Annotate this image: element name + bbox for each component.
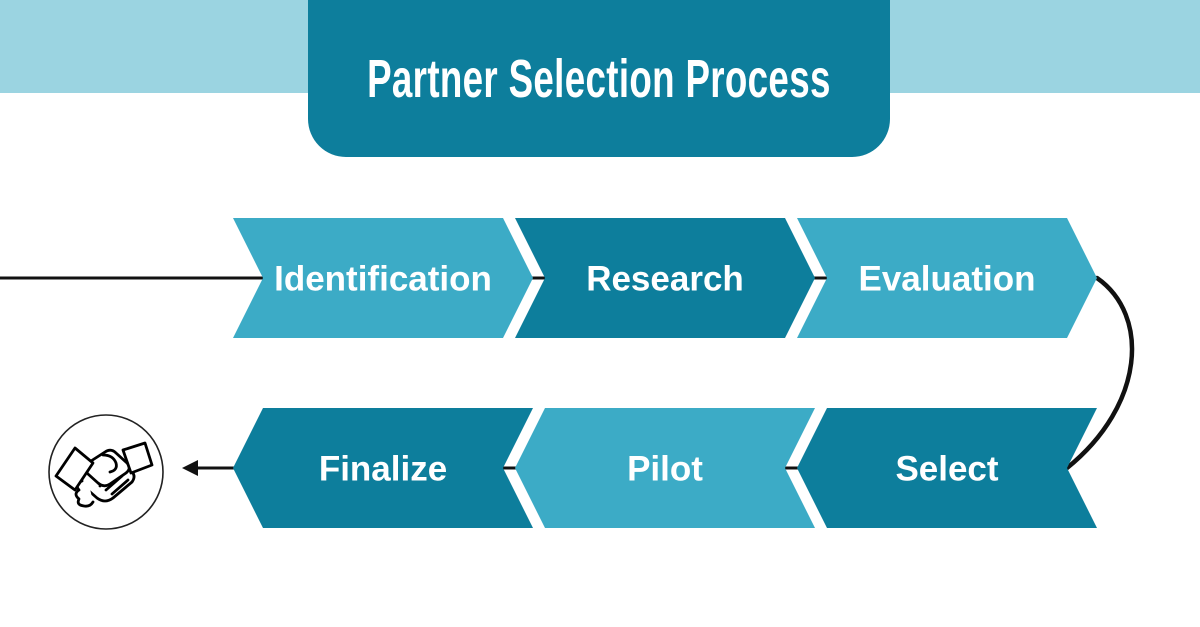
chevron-finalize xyxy=(233,408,533,528)
title-box: Partner Selection Process xyxy=(308,0,890,157)
handshake-icon xyxy=(48,414,164,530)
chevron-pilot xyxy=(515,408,815,528)
chevron-evaluation xyxy=(797,218,1097,338)
chevron-select xyxy=(797,408,1097,528)
step-label-evaluation: Evaluation xyxy=(859,260,1036,299)
left-cuff xyxy=(54,446,95,492)
row-link-curve xyxy=(1064,275,1135,471)
step-label-select: Select xyxy=(895,450,998,489)
step-label-finalize: Finalize xyxy=(319,450,447,489)
arrowhead-icon xyxy=(182,460,198,476)
step-label-identification: Identification xyxy=(274,260,492,299)
step-label-pilot: Pilot xyxy=(627,450,703,489)
page-title: Partner Selection Process xyxy=(367,48,831,109)
thumb-line xyxy=(101,453,118,474)
right-cuff xyxy=(121,441,154,475)
chevron-identification xyxy=(233,218,533,338)
chevron-research xyxy=(515,218,815,338)
step-label-research: Research xyxy=(586,260,744,299)
